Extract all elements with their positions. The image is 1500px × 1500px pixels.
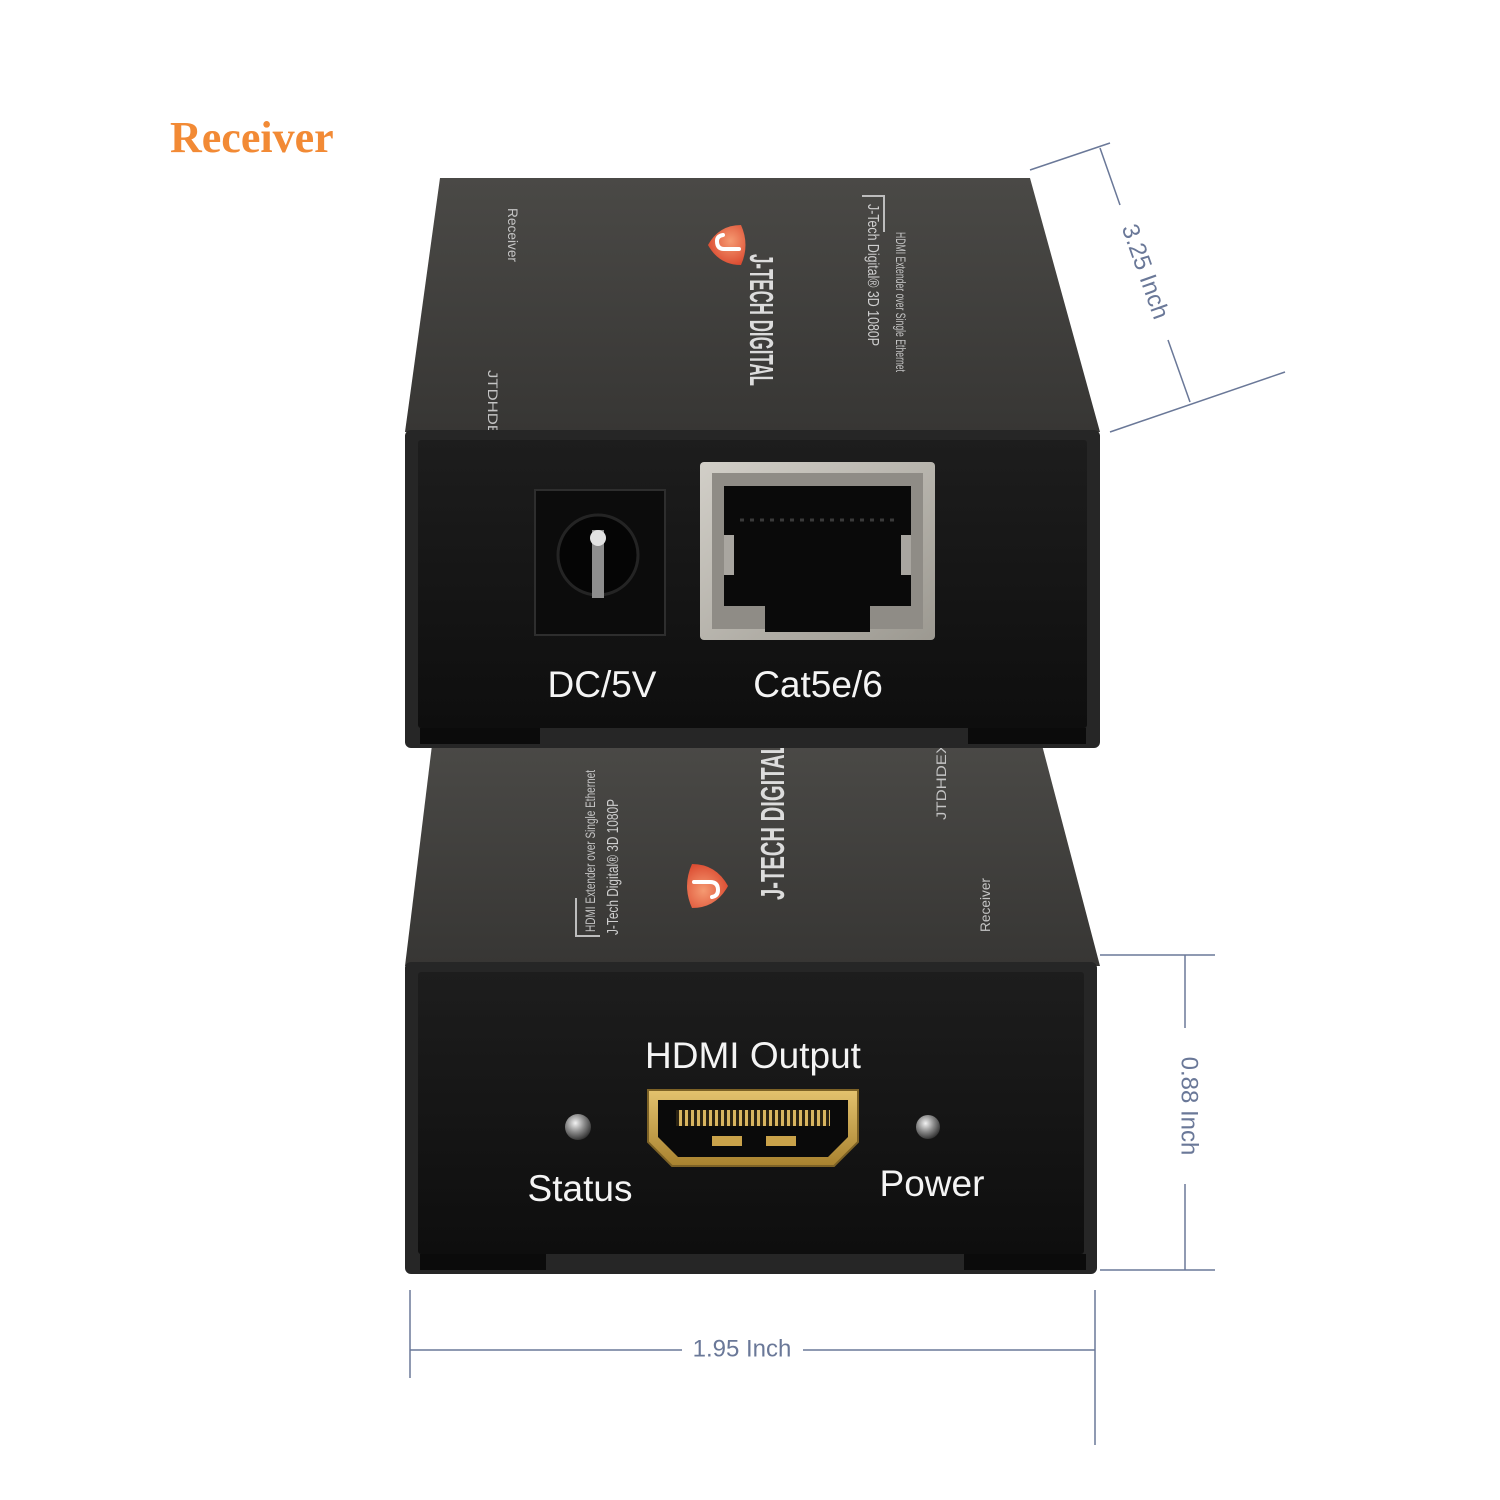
length-tick-top bbox=[1029, 142, 1111, 171]
bottom-unit-product-desc-text: HDMI Extender over Single Ethernet bbox=[582, 770, 598, 932]
length-tick-bottom bbox=[1109, 371, 1286, 433]
hdmi-port-latch-right bbox=[766, 1136, 796, 1146]
top-unit-brand-text: J-TECH DIGITAL bbox=[743, 254, 780, 386]
logo-j-mark bbox=[714, 233, 741, 251]
dc-jack-pin-tip bbox=[590, 530, 606, 546]
bottom-unit-model-text: JTDHDEX-1 bbox=[933, 728, 949, 820]
height-dimension: 0.88 Inch bbox=[1100, 954, 1215, 1271]
top-unit-top-surface bbox=[405, 178, 1100, 432]
dc-power-label: DC/5V bbox=[548, 664, 657, 705]
bottom-unit-label-text: Receiver bbox=[977, 878, 993, 932]
power-label: Power bbox=[880, 1163, 985, 1204]
bottom-unit-top-surface bbox=[405, 745, 1100, 966]
length-line-lower bbox=[1167, 339, 1191, 403]
top-unit-product-desc-text: HDMI Extender over Single Ethernet bbox=[893, 232, 909, 372]
logo-shield-shape bbox=[708, 225, 746, 265]
length-line-upper bbox=[1099, 147, 1121, 206]
bottom-unit: JTDHDEX-1 J-TECH DIGITAL J-Tech Digital®… bbox=[405, 728, 1100, 1274]
logo-shield-shape bbox=[687, 864, 728, 908]
logo-j-mark bbox=[692, 880, 721, 899]
bottom-unit-brand-text: J-TECH DIGITAL bbox=[754, 742, 791, 900]
bottom-unit-product-line-text: J-Tech Digital® 3D 1080P bbox=[605, 799, 622, 935]
top-unit-print-bracket bbox=[862, 195, 885, 232]
j-tech-logo-bottom bbox=[687, 864, 728, 908]
width-dimension-label: 1.95 Inch bbox=[693, 1335, 792, 1362]
top-unit-label-text: Receiver bbox=[505, 208, 521, 262]
top-unit: Receiver JTDHDEX-1 J-TECH DIGITAL J-Tech… bbox=[405, 178, 1100, 748]
network-port-label: Cat5e/6 bbox=[753, 664, 883, 705]
bottom-unit-foot-left bbox=[420, 1254, 546, 1270]
top-unit-foot-right bbox=[968, 728, 1086, 744]
dc-power-jack bbox=[534, 489, 666, 636]
hdmi-port-opening bbox=[658, 1100, 848, 1157]
top-unit-foot-left bbox=[420, 728, 540, 744]
height-dimension-label: 0.88 Inch bbox=[1176, 1057, 1203, 1156]
bottom-unit-foot-right bbox=[964, 1254, 1086, 1270]
top-unit-product-line-text: J-Tech Digital® 3D 1080P bbox=[864, 204, 881, 346]
bottom-unit-print-bracket bbox=[575, 898, 600, 937]
rj45-latch-left bbox=[724, 535, 734, 575]
width-dimension: 1.95 Inch bbox=[409, 1290, 1096, 1445]
power-led bbox=[916, 1115, 940, 1139]
rj45-port bbox=[700, 462, 935, 640]
rj45-latch-right bbox=[901, 535, 911, 575]
status-led bbox=[565, 1114, 591, 1140]
rj45-opening bbox=[724, 486, 911, 632]
length-dimension-label: 3.25 Inch bbox=[1116, 221, 1174, 323]
page-title: Receiver bbox=[170, 113, 334, 162]
dc-jack-pin bbox=[592, 530, 604, 598]
status-label: Status bbox=[528, 1168, 633, 1209]
hdmi-output-label: HDMI Output bbox=[645, 1035, 862, 1076]
hdmi-port-pins bbox=[676, 1110, 830, 1126]
hdmi-port bbox=[647, 1089, 859, 1167]
j-tech-logo-top bbox=[708, 225, 746, 265]
hdmi-port-latch-left bbox=[712, 1136, 742, 1146]
